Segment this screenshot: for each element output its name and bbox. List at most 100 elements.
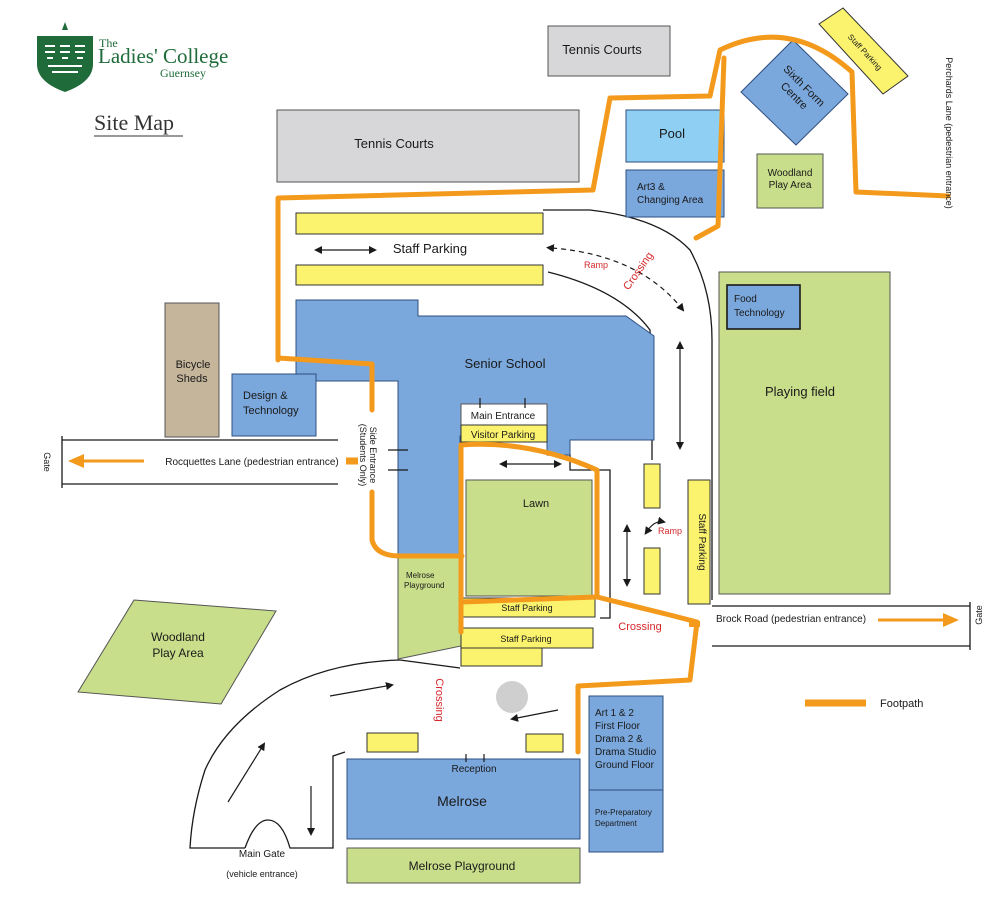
sixth-form-centre: [740, 39, 849, 146]
staff-parking-top-row-2: [295, 264, 544, 286]
woodland-large-label-2: Play Area: [152, 646, 204, 660]
art3-label-2: Changing Area: [637, 195, 704, 206]
design-technology: [231, 373, 317, 437]
woodland-play-area-large: [77, 599, 277, 705]
food-tech-label-2: Technology: [734, 308, 785, 319]
bicycle-sheds-label-2: Sheds: [176, 373, 208, 385]
staff-parking-top-label: Staff Parking: [393, 241, 467, 256]
senior-school-label: Senior School: [465, 356, 546, 371]
art3-label-1: Art3 &: [637, 182, 665, 193]
footpath-north: [275, 34, 951, 363]
tennis-courts-top: [547, 25, 671, 77]
crossing-mid-label: Crossing: [618, 621, 661, 633]
ramp-mid-label: Ramp: [658, 526, 682, 536]
roundabout: [496, 681, 528, 713]
prep-label-2: Department: [595, 819, 638, 828]
main-entrance-label: Main Entrance: [471, 411, 536, 422]
art-drama-labels: Art 1 & 2 First Floor Drama 2 & Drama St…: [595, 708, 657, 771]
page-title: Site Map: [94, 110, 174, 135]
ramp-mid-arrow: [644, 516, 666, 535]
legend-footpath-label: Footpath: [880, 698, 923, 710]
road-arrows: [227, 244, 685, 836]
side-entrance-label: Side Entrance (Students Only): [358, 424, 378, 487]
food-technology: [726, 284, 801, 330]
footpath-central: [458, 441, 700, 755]
gate-right-label: Gate: [974, 605, 984, 625]
footpath-pool-link: [693, 55, 727, 241]
melrose-parking-2: [525, 733, 564, 753]
art-drama-line-5: Ground Floor: [595, 760, 655, 771]
main-gate-label-1: Main Gate: [239, 849, 286, 860]
college-crest-icon: [37, 22, 93, 92]
brand-the: The: [99, 36, 118, 50]
legend: Footpath: [805, 698, 923, 710]
pool: [625, 109, 725, 163]
staff-parking-vertical-label: Staff Parking: [696, 513, 707, 570]
staff-parking-lower-1-label: Staff Parking: [501, 603, 552, 613]
lawn: [465, 479, 593, 597]
prep-label-1: Pre-Preparatory: [595, 808, 652, 817]
ramp-dashed-arrow: [546, 244, 685, 312]
melrose-playground: [346, 847, 581, 884]
lawn-label: Lawn: [523, 498, 549, 510]
melrose: [346, 758, 581, 840]
design-tech-label-2: Technology: [243, 405, 299, 417]
woodland-play-area-small: [756, 153, 824, 209]
gate-left-label: Gate: [42, 452, 52, 472]
woodland-small-label-1: Woodland: [768, 168, 813, 179]
art-drama-line-1: Art 1 & 2: [595, 708, 634, 719]
tennis-courts-main: [276, 109, 580, 183]
side-entrance-label-2: (Students Only): [358, 424, 368, 487]
footpaths: [275, 34, 951, 755]
visitor-parking: [460, 424, 548, 443]
art-drama-line-3: Drama 2 &: [595, 734, 643, 745]
woodland-large-label-1: Woodland: [151, 630, 205, 644]
staff-parking-lower-3: [460, 647, 543, 667]
playing-field-label: Playing field: [765, 384, 835, 399]
staff-parking-vertical: [687, 479, 711, 605]
entry-road-arrow: [329, 682, 394, 697]
bicycle-sheds: [164, 302, 220, 438]
staff-parking-top-row-1: [295, 212, 544, 235]
art3-changing-area: [625, 169, 725, 218]
food-tech-label-1: Food: [734, 294, 757, 305]
tennis-courts-top-label: Tennis Courts: [562, 42, 642, 57]
reception-label: Reception: [451, 764, 496, 775]
side-entrance-label-1: Side Entrance: [368, 427, 378, 484]
footpath-lawn-south: [459, 594, 599, 605]
footpath-side-entrance: [369, 489, 465, 559]
road-outlines: [61, 209, 971, 849]
main-gate-in-arrow: [227, 742, 266, 803]
perchards-lane-label: Perchards Lane (pedestrian entrance): [944, 57, 954, 209]
crossing-top-label: Crossing: [621, 250, 656, 292]
pool-label: Pool: [659, 126, 685, 141]
tennis-courts-main-label: Tennis Courts: [354, 136, 434, 151]
brock-road-label: Brock Road (pedestrian entrance): [716, 614, 866, 625]
art-drama-building: [588, 695, 664, 791]
pre-preparatory-department: [588, 789, 664, 853]
design-tech-label-1: Design &: [243, 390, 288, 402]
brand-name: Ladies' College: [98, 44, 228, 68]
rocquettes-lane-label: Rocquettes Lane (pedestrian entrance): [165, 457, 338, 468]
melrose-playground-small-label-2: Playground: [404, 581, 444, 590]
ramp-top-label: Ramp: [584, 260, 608, 270]
melrose-parking-1: [366, 732, 419, 753]
melrose-label: Melrose: [437, 793, 487, 809]
melrose-playground-label: Melrose Playground: [409, 859, 516, 873]
melrose-playground-small-label-1: Melrose: [406, 571, 435, 580]
staff-parking-diagonal: [818, 7, 909, 95]
art-drama-line-2: First Floor: [595, 721, 641, 732]
art-drama-line-4: Drama Studio: [595, 747, 657, 758]
woodland-small-label-2: Play Area: [769, 180, 812, 191]
crossing-low-label: Crossing: [433, 678, 445, 721]
brand-place: Guernsey: [160, 66, 206, 80]
staff-parking-lower-2-label: Staff Parking: [500, 634, 551, 644]
visitor-parking-label: Visitor Parking: [471, 430, 535, 441]
bicycle-sheds-label-1: Bicycle: [176, 359, 211, 371]
main-gate-label-2: (vehicle entrance): [226, 869, 298, 879]
parking-bay-small-2: [643, 547, 661, 595]
parking-bay-small-1: [643, 463, 661, 509]
roundabout-exit-arrow: [510, 709, 559, 722]
footpath-west-link: [275, 355, 375, 413]
